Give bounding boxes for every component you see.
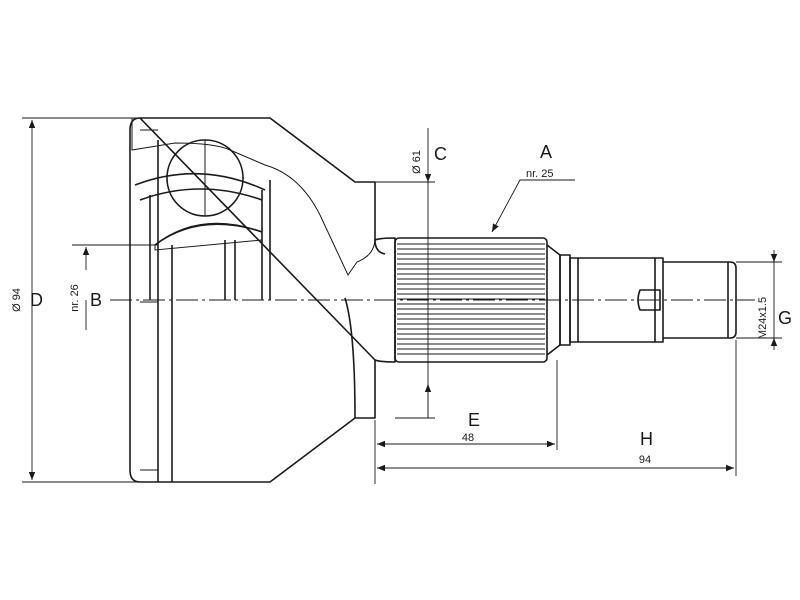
d-value: Ø 94	[11, 288, 23, 312]
dimension-d: Ø 94 D	[11, 117, 140, 483]
label-d: D	[30, 290, 43, 310]
dimension-a: A nr. 25	[491, 142, 575, 233]
label-b: B	[90, 290, 102, 310]
e-value: 48	[462, 432, 474, 444]
a-value: nr. 25	[526, 168, 554, 180]
g-value: M24x1.5	[757, 297, 769, 339]
joint-housing	[129, 117, 386, 483]
spline-teeth	[397, 243, 545, 355]
label-h: H	[640, 429, 653, 449]
label-c: C	[434, 144, 447, 164]
label-e: E	[468, 410, 480, 430]
dimension-b: nr. 26 B	[69, 244, 158, 330]
dimension-g: M24x1.5 G	[736, 250, 792, 350]
dimension-e: E 48	[374, 360, 558, 484]
c-value: Ø 61	[411, 150, 423, 174]
housing-section-hatch	[131, 117, 376, 277]
dimension-c: Ø 61 C	[375, 128, 447, 419]
label-g: G	[778, 308, 792, 328]
dimension-h: H 94	[377, 340, 737, 476]
h-value: 94	[639, 454, 651, 466]
label-a: A	[540, 142, 552, 162]
b-value: nr. 26	[69, 284, 81, 312]
